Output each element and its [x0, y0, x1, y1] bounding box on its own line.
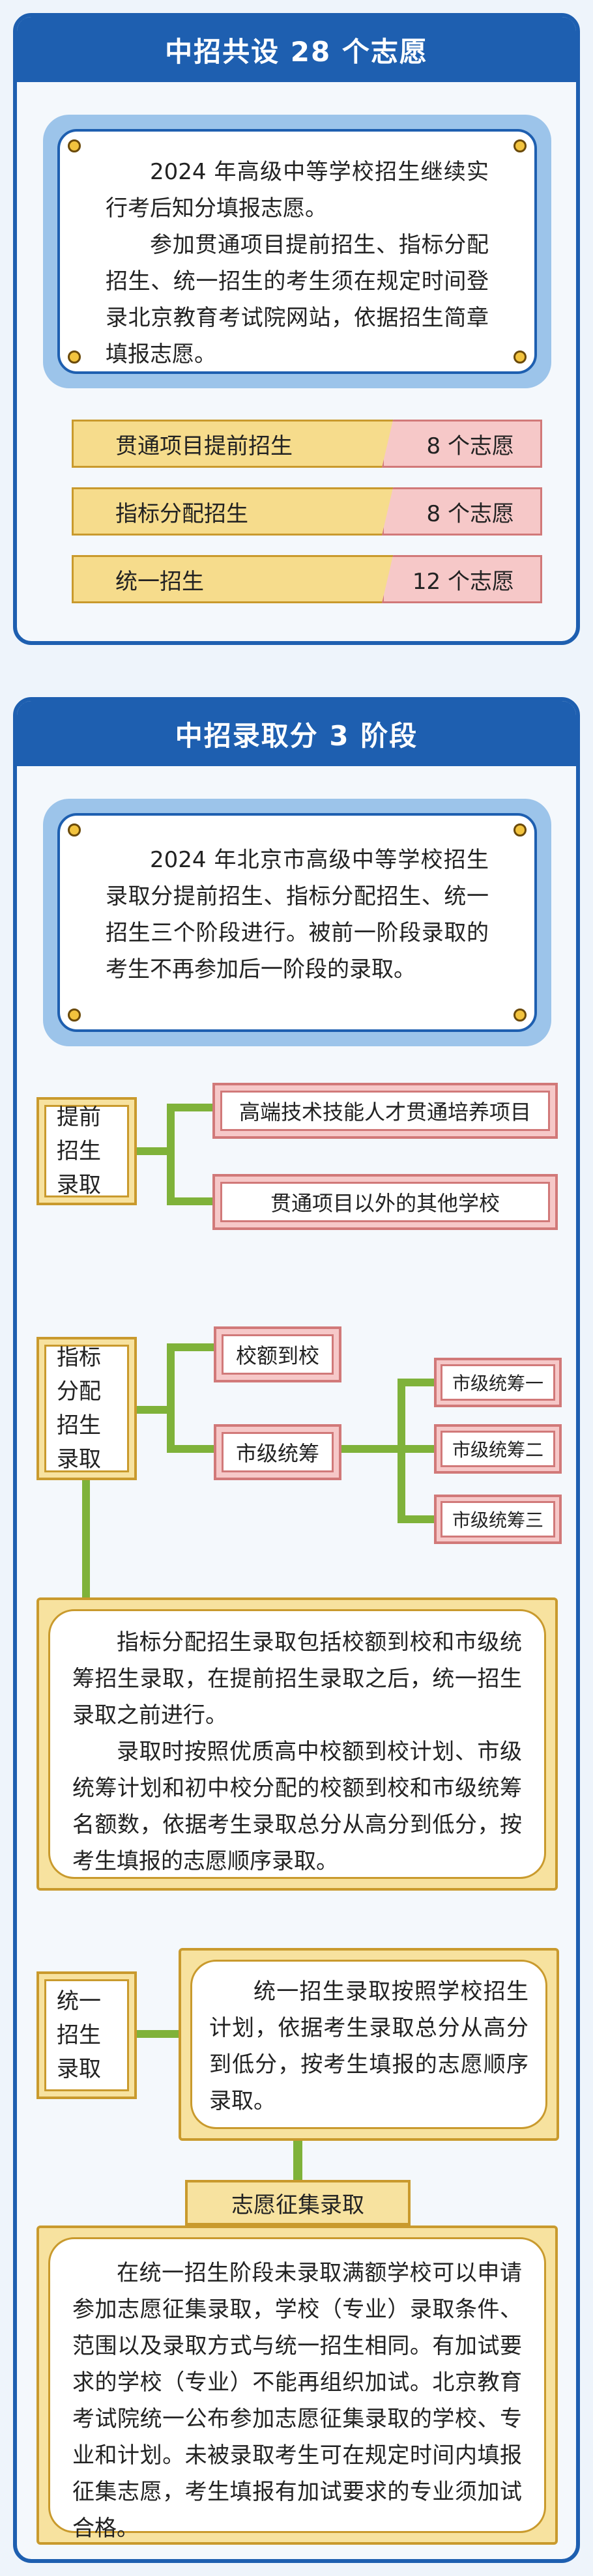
intro-card: 2024 年高级中等学校招生继续实行考后知分填报志愿。 参加贯通项目提前招生、指… [57, 129, 537, 374]
stage3-desc-card: 统一招生录取按照学校招生计划，依据考生录取总分从高分到低分，按考生填报的志愿顺序… [190, 1960, 547, 2129]
connector-line [167, 1104, 215, 1111]
row-label: 统一招生 [72, 555, 421, 603]
decor-dot-icon [68, 351, 81, 364]
stage2-sub-box: 市级统筹一 [434, 1358, 562, 1407]
decor-dot-icon [68, 1009, 81, 1022]
stage2-desc-card: 指标分配招生录取包括校额到校和市级统筹招生录取，在提前招生录取之后，统一招生录取… [48, 1609, 546, 1879]
stage1-branch-box: 贯通项目以外的其他学校 [212, 1174, 558, 1230]
row-label: 贯通项目提前招生 [72, 420, 421, 468]
stage2-sub-box: 市级统筹二 [434, 1424, 562, 1474]
section-title: 中招录取分 3 阶段 [17, 701, 576, 766]
stage2-desc-paragraph: 指标分配招生录取包括校额到校和市级统筹招生录取，在提前招生录取之后，统一招生录取… [72, 1629, 522, 1728]
intro-paragraph: 参加贯通项目提前招生、指标分配招生、统一招生的考生须在规定时间登录北京教育考试院… [106, 232, 489, 367]
connector-line [167, 1445, 216, 1453]
stage2-branch: 校额到校 [222, 1334, 334, 1375]
collect-tag: 志愿征集录取 [185, 2180, 411, 2225]
stage2-sub-branch: 市级统筹一 [441, 1364, 555, 1401]
section-volunteers: 中招共设 28 个志愿 2024 年高级中等学校招生继续实行考后知分填报志愿。 … [13, 13, 580, 645]
row-count: 8 个志愿 [382, 420, 542, 468]
connector-line [398, 1379, 437, 1386]
stage2-sub-box: 市级统筹三 [434, 1495, 562, 1544]
stage1-label-box: 提前招生录取 [36, 1097, 137, 1205]
stage1-branch: 贯通项目以外的其他学校 [220, 1182, 550, 1222]
stage1-branch: 高端技术技能人才贯通培养项目 [220, 1091, 550, 1131]
connector-line [167, 1343, 175, 1453]
connector-line [167, 1197, 215, 1205]
decor-dot-icon [68, 823, 81, 837]
connector-line [398, 1445, 437, 1453]
row-count: 12 个志愿 [382, 555, 542, 603]
stage1-branch-box: 高端技术技能人才贯通培养项目 [212, 1083, 558, 1139]
intro-card: 2024 年北京市高级中等学校招生录取分提前招生、指标分配招生、统一招生三个阶段… [57, 813, 537, 1032]
intro-paragraph: 2024 年高级中等学校招生继续实行考后知分填报志愿。 [106, 159, 489, 222]
stage3-desc-paragraph: 统一招生录取按照学校招生计划，依据考生录取总分从高分到低分，按考生填报的志愿顺序… [209, 1979, 528, 2114]
connector-line [137, 1147, 171, 1155]
section-stages: 中招录取分 3 阶段 2024 年北京市高级中等学校招生录取分提前招生、指标分配… [13, 697, 580, 2563]
stage2-desc-paragraph: 录取时按照优质高中校额到校计划、市级统筹计划和初中校分配的校额到校和市级统筹名额… [72, 1739, 522, 1874]
connector-line [167, 1343, 216, 1351]
connector-line [398, 1515, 437, 1523]
decor-dot-icon [513, 139, 527, 152]
decor-dot-icon [513, 823, 527, 837]
connector-line [137, 2030, 179, 2038]
collect-desc-paragraph: 在统一招生阶段未录取满额学校可以申请参加志愿征集录取，学校（专业）录取条件、范围… [72, 2260, 522, 2541]
decor-dot-icon [513, 351, 527, 364]
connector-line [293, 2141, 302, 2184]
stage2-label: 指标分配招生录取 [44, 1345, 129, 1472]
stage2-label-box: 指标分配招生录取 [36, 1337, 137, 1480]
stage2-branch-box: 市级统筹 [214, 1424, 341, 1480]
stage3-label: 统一招生录取 [44, 1979, 129, 2091]
stage1-label: 提前招生录取 [44, 1104, 129, 1198]
row-count: 8 个志愿 [382, 487, 542, 536]
stage2-branch: 市级统筹 [222, 1432, 334, 1472]
section-title: 中招共设 28 个志愿 [17, 17, 576, 82]
collect-desc-card: 在统一招生阶段未录取满额学校可以申请参加志愿征集录取，学校（专业）录取条件、范围… [48, 2237, 546, 2541]
intro-paragraph: 2024 年北京市高级中等学校招生录取分提前招生、指标分配招生、统一招生三个阶段… [106, 847, 489, 982]
decor-dot-icon [513, 1009, 527, 1022]
connector-line [167, 1104, 175, 1205]
stage2-sub-branch: 市级统筹三 [441, 1501, 555, 1538]
stage2-sub-branch: 市级统筹二 [441, 1431, 555, 1467]
decor-dot-icon [68, 139, 81, 152]
stage2-branch-box: 校额到校 [214, 1326, 341, 1382]
connector-line [137, 1406, 171, 1414]
connector-line [341, 1445, 401, 1453]
stage3-label-box: 统一招生录取 [36, 1971, 137, 2099]
row-label: 指标分配招生 [72, 487, 421, 536]
